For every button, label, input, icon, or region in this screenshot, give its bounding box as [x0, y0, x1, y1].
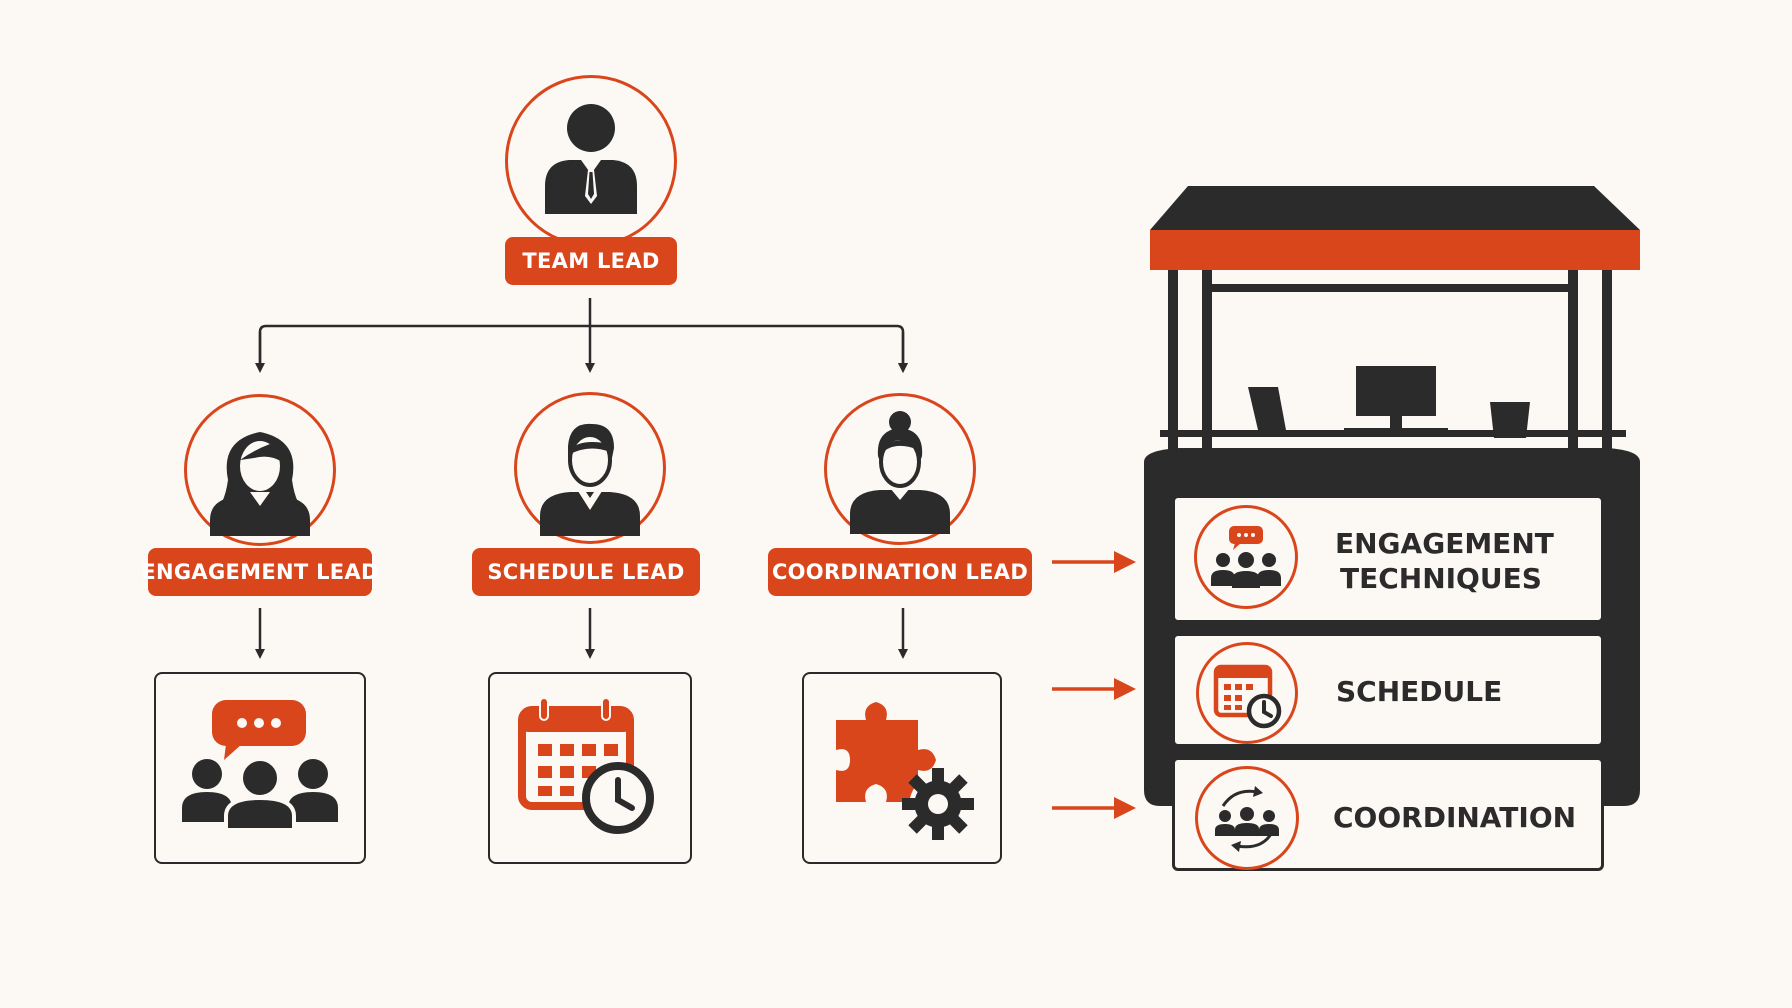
man-avatar-icon — [540, 423, 640, 536]
puzzle-gear-icon — [836, 702, 974, 840]
group-chat-icon — [1211, 526, 1281, 588]
group-cycle-icon — [1215, 786, 1279, 852]
woman-avatar-icon — [210, 432, 310, 536]
shelf-schedule-line1: SCHEDULE — [1336, 675, 1503, 708]
businessman-icon — [545, 104, 637, 214]
calendar-clock-icon — [518, 697, 654, 834]
shelf-schedule-icon-ring — [1196, 642, 1298, 744]
calendar-clock-icon — [1213, 664, 1282, 729]
group-chat-icon — [182, 700, 338, 832]
team-lead-label: TEAM LEAD — [505, 237, 677, 285]
engagement-lead-label: ENGAGEMENT LEAD — [141, 548, 378, 596]
shelf-engagement-line1: ENGAGEMENT — [1335, 527, 1554, 560]
shelf-engagement-line2: TECHNIQUES — [1340, 562, 1542, 595]
shelf-coordination-line1: COORDINATION — [1333, 801, 1577, 834]
woman-bun-avatar-icon — [850, 411, 950, 534]
schedule-lead-label: SCHEDULE LEAD — [472, 548, 700, 596]
coordination-lead-label: COORDINATION LEAD — [768, 548, 1032, 596]
